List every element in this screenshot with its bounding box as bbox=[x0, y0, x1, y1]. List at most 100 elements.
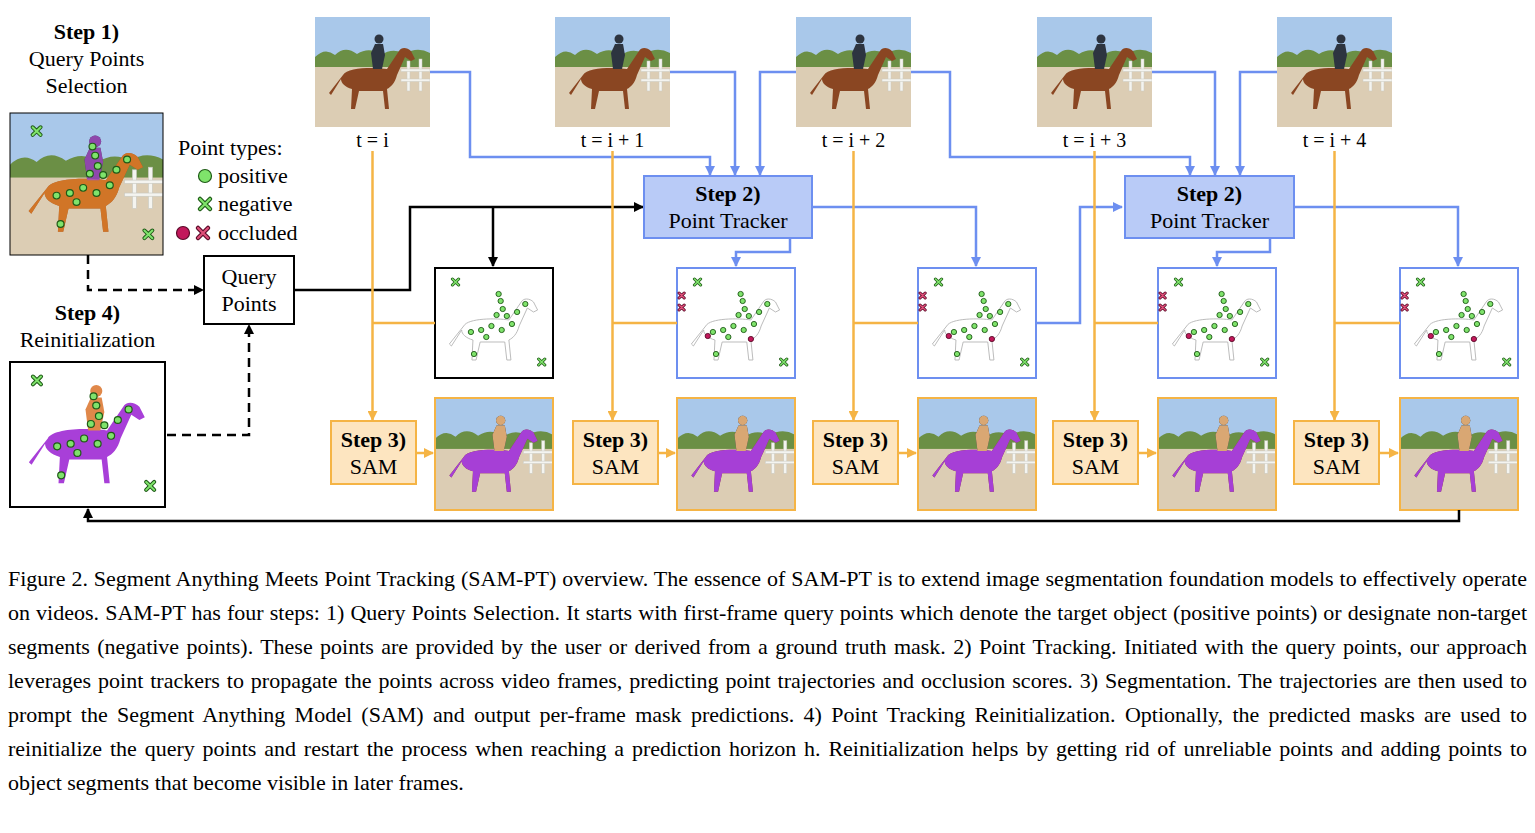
illustration-part bbox=[1380, 452, 1398, 455]
illustration-part bbox=[694, 279, 786, 365]
node-label: t = i + 2 bbox=[822, 129, 886, 151]
illustration-part bbox=[1295, 207, 1458, 266]
node-heading: Step 3) bbox=[1304, 426, 1369, 453]
node-label: Point Tracker bbox=[668, 207, 787, 234]
query-image bbox=[10, 113, 163, 255]
illustration-part bbox=[1158, 398, 1276, 510]
connector bbox=[167, 325, 249, 435]
illustration-part bbox=[555, 17, 670, 127]
illustration-part bbox=[734, 416, 748, 451]
node-label: Query Points bbox=[210, 263, 288, 317]
connector bbox=[611, 151, 614, 420]
illustration-part bbox=[677, 398, 795, 510]
illustration-part bbox=[918, 398, 1036, 510]
illustration-part bbox=[1139, 452, 1156, 455]
illustration-part bbox=[659, 452, 675, 455]
illustration-part bbox=[1400, 398, 1518, 510]
node-heading: Step 2) bbox=[695, 180, 760, 207]
node-label: SAM bbox=[1313, 453, 1361, 480]
illustration-part bbox=[1217, 237, 1270, 266]
illustration-part bbox=[373, 322, 1401, 325]
illustration-part bbox=[1457, 416, 1471, 451]
node-label: SAM bbox=[592, 453, 640, 480]
wires bbox=[88, 207, 1459, 521]
step-heading: Step 4)Reinitialization bbox=[8, 299, 167, 507]
illustration-part bbox=[200, 199, 210, 209]
illustration-part bbox=[33, 127, 153, 238]
node-label: Point Tracker bbox=[1150, 207, 1269, 234]
reinit-image bbox=[10, 362, 165, 507]
process-box: Step 2)Point Tracker bbox=[643, 175, 813, 239]
connector bbox=[88, 255, 203, 290]
illustration-part bbox=[935, 279, 1027, 365]
process-box: Step 3)SAM bbox=[1293, 420, 1380, 485]
illustration-part bbox=[200, 199, 210, 209]
illustration-part bbox=[1417, 279, 1509, 365]
node-label: Query Points Selection bbox=[6, 45, 167, 99]
node-heading: Step 3) bbox=[341, 426, 406, 453]
illustration-part bbox=[177, 227, 190, 240]
illustration-part bbox=[435, 398, 553, 510]
node-label: t = i + 4 bbox=[1303, 129, 1367, 151]
video-frame: t = i + 3 bbox=[1037, 17, 1152, 151]
legend-heading: Point types: bbox=[178, 134, 283, 162]
illustration-part bbox=[691, 299, 779, 360]
connector bbox=[1093, 151, 1096, 420]
video-frame: t = i + 2 bbox=[796, 17, 911, 151]
illustration-part bbox=[1160, 293, 1234, 342]
illustration-part bbox=[932, 299, 1020, 360]
illustration-part bbox=[1400, 268, 1518, 378]
illustration-part bbox=[315, 17, 430, 127]
illustration-part bbox=[918, 268, 1036, 378]
connector bbox=[670, 72, 735, 175]
illustration-part bbox=[435, 398, 553, 510]
process-box: Step 3)SAM bbox=[812, 420, 899, 485]
figure-caption: Figure 2. Segment Anything Meets Point T… bbox=[8, 562, 1527, 800]
process-box: Step 3)SAM bbox=[330, 420, 417, 485]
node-heading: Step 3) bbox=[1063, 426, 1128, 453]
connector bbox=[371, 151, 374, 420]
process-box: Step 3)SAM bbox=[572, 420, 659, 485]
step-heading: Step 1)Query Points Selection bbox=[6, 18, 167, 255]
illustration-part bbox=[88, 509, 1459, 521]
illustration-part bbox=[492, 207, 495, 266]
illustration-part bbox=[33, 377, 154, 490]
node-label: SAM bbox=[350, 453, 398, 480]
illustration-part bbox=[1037, 17, 1152, 127]
illustration-part bbox=[449, 299, 537, 360]
node-label: SAM bbox=[832, 453, 880, 480]
illustration-part bbox=[10, 113, 163, 255]
illustration-part bbox=[1414, 299, 1502, 360]
illustration-part bbox=[1158, 268, 1276, 378]
connector bbox=[1240, 72, 1277, 175]
legend-text: negative bbox=[218, 190, 293, 218]
illustration-part bbox=[1175, 279, 1267, 365]
illustration-part bbox=[813, 207, 976, 266]
illustration-part bbox=[417, 452, 433, 455]
node-label: SAM bbox=[1072, 453, 1120, 480]
illustration-part bbox=[1215, 416, 1229, 451]
connector bbox=[911, 72, 1190, 175]
connector bbox=[852, 151, 855, 420]
illustration-part bbox=[10, 113, 163, 255]
illustration-part bbox=[918, 398, 1036, 510]
illustration-part bbox=[1277, 17, 1392, 127]
illustration-part bbox=[796, 17, 911, 127]
illustration-part bbox=[1036, 207, 1122, 323]
illustration-part bbox=[435, 268, 553, 378]
illustration-part bbox=[1158, 398, 1276, 510]
connector bbox=[430, 72, 710, 175]
illustration-part bbox=[677, 268, 795, 378]
process-box: Step 3)SAM bbox=[1052, 420, 1139, 485]
process-box: Step 2)Point Tracker bbox=[1124, 175, 1295, 239]
process-box: Query Points bbox=[203, 255, 295, 325]
legend-text: positive bbox=[218, 162, 288, 190]
illustration-part bbox=[899, 452, 916, 455]
illustration-part bbox=[199, 170, 212, 183]
illustration-part bbox=[198, 228, 208, 238]
connector bbox=[1152, 72, 1215, 175]
node-label: Reinitialization bbox=[20, 326, 156, 353]
illustration-part bbox=[492, 416, 506, 451]
video-frame: t = i + 1 bbox=[555, 17, 670, 151]
illustration-part bbox=[10, 362, 165, 507]
